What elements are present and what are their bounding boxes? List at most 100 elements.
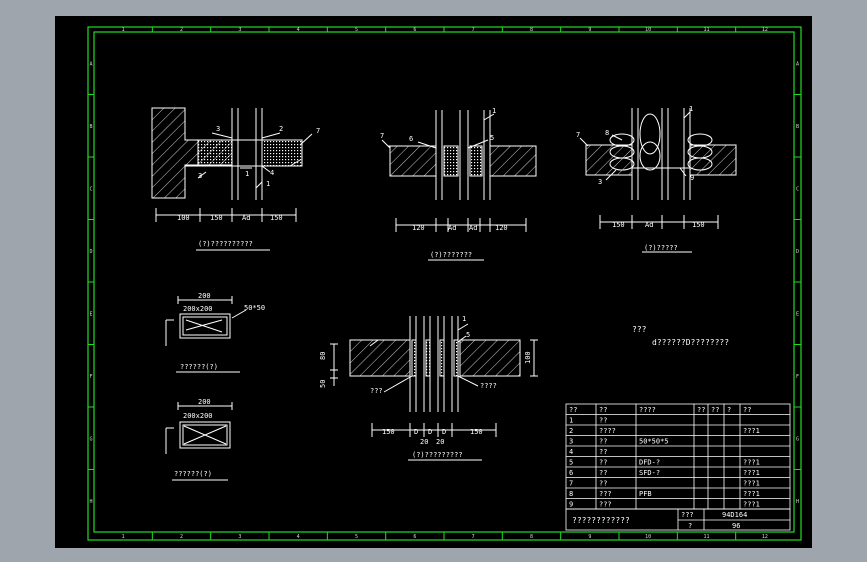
frame-col-label-top: 3: [238, 27, 241, 33]
parts-table-cell: ??: [599, 469, 607, 477]
detail-6-dim-d3: D: [442, 428, 446, 436]
detail-5-dim-200: 200: [198, 398, 211, 406]
detail-1-fill-right: [261, 139, 303, 167]
detail-6-caption: (?)?????????: [412, 451, 463, 459]
detail-6-callout-1: 1: [462, 315, 466, 323]
parts-table-header-cell: ??: [697, 406, 705, 414]
detail-1-callout-7: 7: [316, 127, 320, 135]
detail-2-callout-1: 1: [492, 107, 496, 115]
frame-row-label-right: C: [796, 186, 799, 192]
frame-row-label-left: A: [89, 61, 92, 67]
frame-col-label-bottom: 7: [472, 534, 475, 540]
detail-2-caption: (?)???????: [430, 251, 472, 259]
title-block-value-2: 96: [732, 522, 740, 530]
parts-table-cell: ????: [599, 427, 616, 435]
parts-table-header-cell: ?: [727, 406, 731, 414]
detail-5-caption: ??????(?): [174, 470, 212, 478]
frame-row-label-left: H: [89, 499, 92, 505]
parts-table-cell: ??: [599, 448, 607, 456]
frame-row-label-left: F: [89, 374, 92, 380]
parts-table-cell: ???1: [743, 469, 760, 477]
frame-col-label-top: 11: [703, 27, 709, 33]
detail-4-frame-elevation: [165, 296, 247, 373]
frame-row-label-right: B: [796, 124, 799, 130]
parts-table-cell: 4: [569, 448, 573, 456]
frame-col-label-top: 4: [297, 27, 300, 33]
parts-table-cell: 6: [569, 469, 573, 477]
detail-6-dim-50: 50: [319, 380, 327, 388]
frame-row-label-right: E: [796, 311, 799, 317]
parts-table-cell: 3: [569, 438, 573, 446]
detail-2-floor-penetration: [381, 110, 537, 261]
detail-5-dim-200x200: 200x200: [183, 412, 213, 420]
detail-2-callout-7: 7: [380, 132, 384, 140]
parts-table-cell: ??: [599, 417, 607, 425]
detail-2-dim-ad-b: Ad: [469, 224, 477, 232]
frame-grid-ticks: [88, 27, 801, 540]
detail-3-callout-9: 9: [690, 174, 694, 182]
detail-6-multi-pipe: [330, 316, 538, 461]
detail-1-fill-left: [197, 139, 233, 167]
frame-col-label-bottom: 10: [645, 534, 651, 540]
frame-col-label-top: 7: [472, 27, 475, 33]
parts-table-cell: 2: [569, 427, 573, 435]
frame-col-label-top: 1: [122, 27, 125, 33]
parts-table-header-cell: ??: [599, 406, 607, 414]
title-block: ???????????? ??? 94D164 ? 96: [565, 508, 791, 531]
frame-row-label-left: C: [89, 186, 92, 192]
detail-1-dim-100: 100: [177, 214, 190, 222]
parts-table-cell: PFB: [639, 490, 652, 498]
title-block-label-1: ???: [681, 511, 694, 519]
parts-table-cell: 50*50*5: [639, 438, 669, 446]
detail-2-dim-120b: 120: [495, 224, 508, 232]
note-title: ???: [632, 325, 647, 334]
note-text: d??????D????????: [652, 338, 729, 347]
detail-6-dim-100: 100: [524, 351, 532, 364]
detail-1-callout-3: 3: [216, 125, 220, 133]
detail-5-frame-cross: [165, 402, 233, 481]
frame-col-label-top: 9: [588, 27, 591, 33]
frame-col-label-bottom: 6: [413, 534, 416, 540]
detail-1-wall-penetration: [151, 107, 313, 251]
frame-row-label-left: G: [89, 436, 92, 442]
frame-col-label-bottom: 4: [297, 534, 300, 540]
parts-table-header-cell: ??: [569, 406, 577, 414]
parts-table-cell: ???1: [743, 427, 760, 435]
detail-3-callout-8: 8: [605, 129, 609, 137]
detail-3-caption: (?)?????: [644, 244, 678, 252]
frame-col-label-bottom: 9: [588, 534, 591, 540]
detail-1-dim-ad: Ad: [242, 214, 250, 222]
parts-table-cell: ???1: [743, 480, 760, 488]
parts-table-cell: DFD-?: [639, 459, 660, 467]
detail-1-callout-1b: 1: [245, 170, 249, 178]
parts-table-header-cell: ????: [639, 406, 656, 414]
detail-2-callout-5: 5: [490, 134, 494, 142]
title-block-value-1: 94D164: [722, 511, 747, 519]
parts-table-cell: 7: [569, 480, 573, 488]
detail-1-callout-4: 4: [270, 169, 274, 177]
frame-col-label-top: 6: [413, 27, 416, 33]
parts-table-cell: ???1: [743, 459, 760, 467]
detail-3-dim-150a: 150: [612, 221, 625, 229]
frame-row-label-right: D: [796, 249, 799, 255]
parts-table-header-cell: ??: [743, 406, 751, 414]
frame-col-label-bottom: 2: [180, 534, 183, 540]
detail-2-callout-6: 6: [409, 135, 413, 143]
detail-3-callout-3: 3: [598, 178, 602, 186]
detail-2-wall-right: [489, 145, 537, 177]
frame-col-label-bottom: 11: [703, 534, 709, 540]
detail-6-dim-20a: 20: [420, 438, 428, 446]
frame-col-label-bottom: 12: [762, 534, 768, 540]
detail-4-dim-200: 200: [198, 292, 211, 300]
parts-table-cell: 8: [569, 490, 573, 498]
detail-6-dim-d1: D: [414, 428, 418, 436]
detail-4-caption: ??????(?): [180, 363, 218, 371]
frame-col-label-bottom: 5: [355, 534, 358, 540]
parts-table-cell: 9: [569, 501, 573, 509]
frame-col-label-top: 10: [645, 27, 651, 33]
detail-6-dim-150b: 150: [470, 428, 483, 436]
